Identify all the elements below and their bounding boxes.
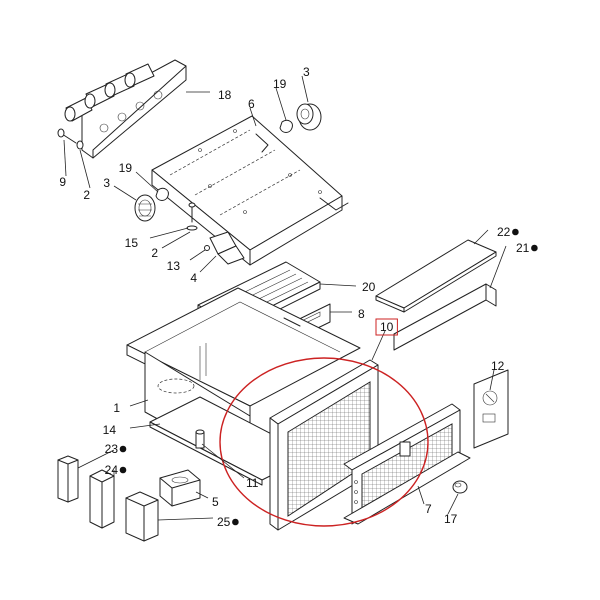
callout-25: 25 [217,515,231,529]
part-9-screw [57,128,84,150]
part-4-bracket [204,231,245,265]
callout-3: 3 [103,176,110,190]
callout-22: 22 [497,225,511,239]
callout-5: 5 [212,495,219,509]
marker-dot-24 [119,466,127,474]
callout-6: 6 [248,97,255,111]
part-11-post [195,429,205,449]
part-5-clip [159,469,201,507]
part-3-grommet-upper [296,103,322,131]
part-19-clip-upper [279,119,293,133]
callout-24: 24 [105,463,119,477]
marker-dot-22 [512,228,519,236]
callout-8: 8 [358,307,365,321]
marker-dot-23 [119,445,127,453]
callout-23: 23 [105,442,119,456]
part-18-control-panel [64,59,187,159]
highlight-circle [219,357,429,527]
part-15-bolt [186,202,198,231]
marker-dot-21 [531,244,538,252]
part-7-front-grille [343,403,471,525]
callout-3: 3 [303,65,310,79]
part-24-block [89,469,115,529]
part-22-strip [375,239,497,313]
part-10-mesh-filter [269,359,379,531]
callout-13: 13 [167,259,181,273]
leader-lines [63,75,507,521]
part-25-block [125,491,159,542]
callout-11: 11 [246,476,259,490]
callout-12: 12 [491,359,505,373]
callout-17: 17 [444,512,458,526]
part-12-label-card [473,369,509,449]
callout-2: 2 [151,246,158,260]
part-17-knob [452,480,468,494]
callout-20: 20 [362,280,376,294]
part-23-block [57,455,79,503]
callout-2: 2 [83,188,90,202]
callout-21: 21 [516,241,530,255]
callout-9: 9 [59,175,66,189]
marker-dot-25 [232,518,239,526]
callout-19: 19 [119,161,133,175]
callout-7: 7 [425,502,432,516]
callout-1: 1 [113,401,120,415]
part-6-top-cover [151,115,349,266]
part-3-grommet-left [134,194,156,222]
part-19-clip-left [155,187,169,201]
callout-19: 19 [273,77,287,91]
callout-labels: 18 19 3 6 9 2 19 3 15 2 13 4 22 21 20 8 10 12 1 14 23 24 11 5 71… [59,65,538,529]
callout-15: 15 [125,236,139,250]
callout-18: 18 [218,88,232,102]
callout-10: 10 [380,320,394,334]
part-21-strip [393,283,497,351]
callout-14: 14 [103,423,117,437]
callout-4: 4 [190,271,197,285]
callout-10-box [375,318,398,336]
